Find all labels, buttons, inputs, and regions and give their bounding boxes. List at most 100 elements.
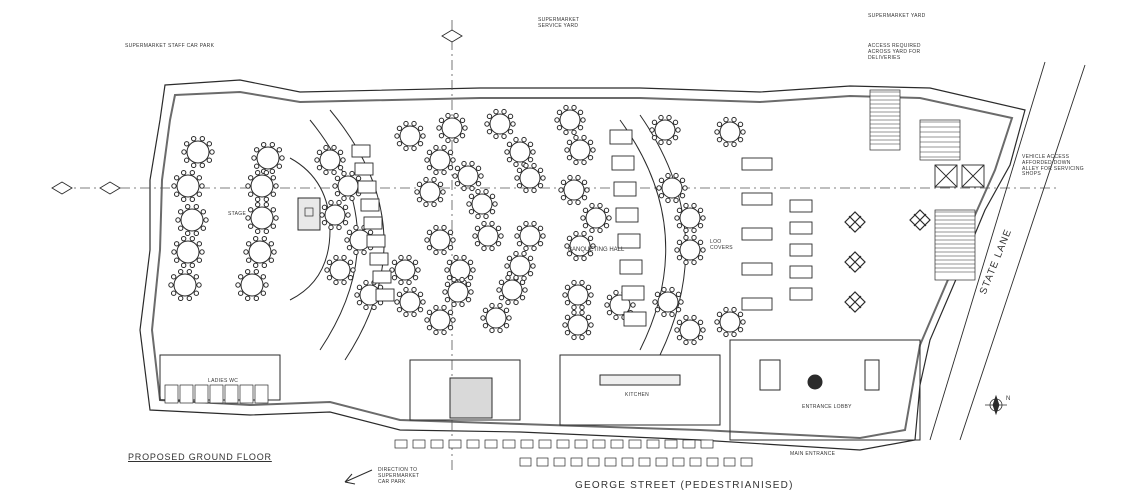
chair [426,324,433,331]
chair [630,302,636,308]
chair [571,104,577,111]
chair [347,274,354,281]
stairs [869,89,976,281]
chair [691,202,697,209]
chair [331,169,337,176]
chair [658,177,665,184]
chair [206,141,213,147]
chair [447,229,454,236]
table-top [485,307,507,329]
chair [445,137,451,144]
round-table [442,276,474,308]
round-table [480,302,512,334]
chair [441,249,447,256]
chair [493,133,499,140]
chair [200,209,207,215]
north-arrow-icon [985,394,1007,416]
table-top [569,139,591,161]
chair [244,295,251,302]
chair [424,157,430,163]
street-seat [638,457,651,467]
chair [483,188,489,195]
table-top [176,240,200,264]
chair [177,268,184,275]
chair [461,254,467,261]
chair [606,215,612,221]
chair [444,267,450,273]
drawing-title: PROPOSED GROUND FLOOR [128,452,272,462]
state-lane [929,61,1086,441]
chair [263,201,270,208]
chair [564,299,571,306]
chair [589,202,595,209]
street-seat [628,439,642,449]
chair [263,169,270,176]
chair [411,311,417,318]
chair [470,267,476,273]
chair [415,267,421,273]
table-top [489,113,511,135]
chair [683,202,689,209]
chair [340,157,346,163]
chair [459,276,465,283]
chair [563,129,569,136]
wc-cubicle [179,384,194,404]
chair [269,168,276,175]
chair [581,134,587,141]
chair [356,299,363,306]
chair [523,220,529,227]
wc-cubicle [194,384,209,404]
street-seat [430,439,444,449]
chair [573,255,579,262]
chair [441,224,447,231]
chair [562,292,568,298]
street-seat [646,439,660,449]
chair [514,233,520,239]
chair [527,156,534,163]
chair [489,208,496,215]
chair [173,191,180,197]
chair [342,219,349,226]
chair [450,317,456,323]
chair [354,292,360,298]
table-top [477,225,499,247]
street-seat [664,439,678,449]
chair [431,201,437,208]
round-table [314,144,346,176]
round-table [389,254,421,286]
chair [484,121,490,127]
chair [332,183,338,189]
chair [486,113,493,120]
chair [481,245,487,252]
table-top [256,146,280,170]
street-seat [706,457,719,467]
chair [403,311,409,318]
table-top [501,279,523,301]
street-seat [538,439,552,449]
round-table [424,304,456,336]
chair [254,169,261,176]
round-table [319,199,351,231]
chair [523,162,529,169]
street-seat [502,439,516,449]
chair [603,222,610,229]
chair [604,302,610,308]
chair [356,284,363,291]
round-table [175,203,209,237]
chair [396,125,403,132]
chair [396,291,403,298]
chair [433,144,439,151]
table-top [173,273,197,297]
booth [615,207,639,223]
chair [247,207,254,213]
chair [417,306,424,313]
chair [585,284,592,291]
chair [245,183,251,189]
chair [177,225,184,231]
chair [396,140,403,147]
chair [665,172,671,179]
booth [357,180,377,194]
street-seat [655,457,668,467]
chair [513,161,519,168]
chair [450,157,456,163]
